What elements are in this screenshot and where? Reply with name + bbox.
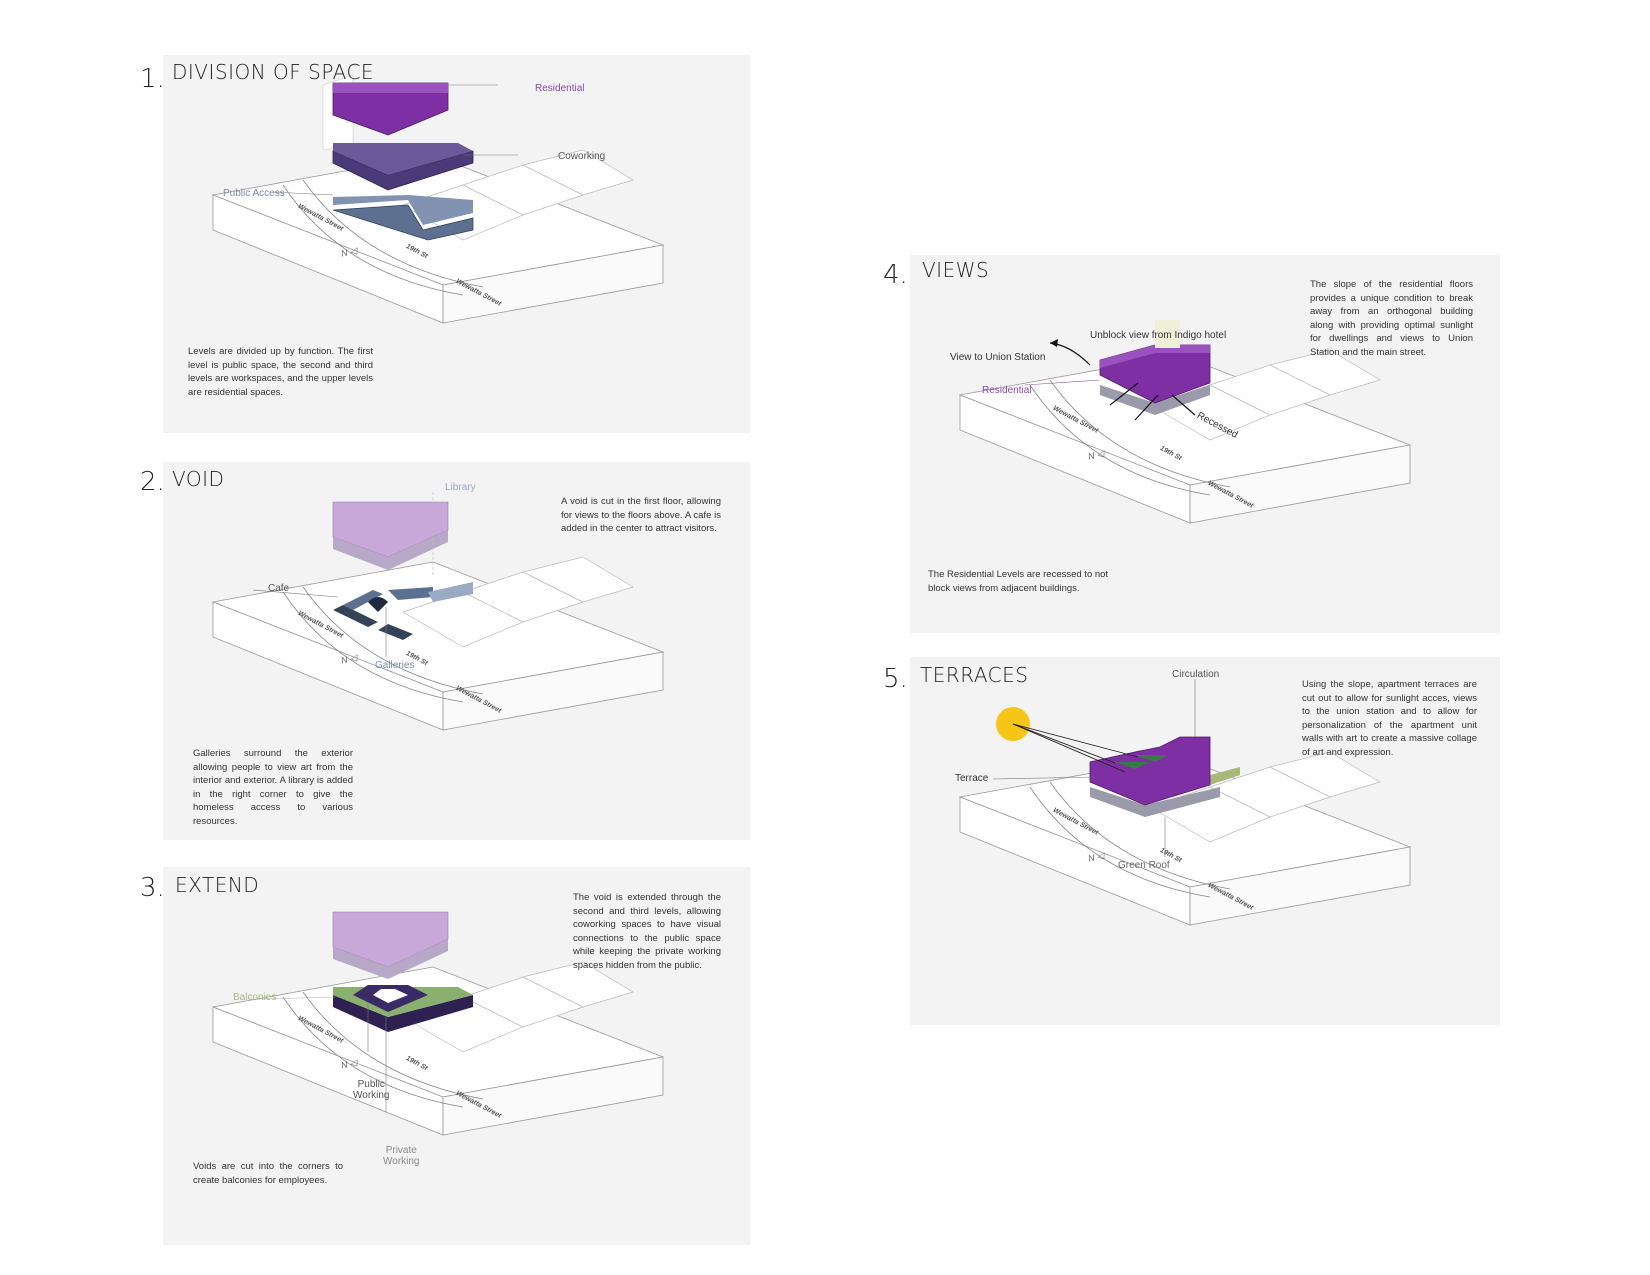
section-number: 3.	[140, 873, 165, 903]
label-residential: Residential	[982, 385, 1031, 396]
note: The slope of the residential floors prov…	[1310, 278, 1473, 359]
label-public-working: Public Working	[353, 1079, 390, 1101]
section-number: 5.	[883, 664, 908, 694]
section-number: 1.	[140, 64, 165, 94]
label-public-access: Public Access	[223, 188, 285, 199]
section-title: TERRACES	[920, 663, 1028, 687]
label-coworking: Coworking	[558, 151, 605, 162]
label-residential: Residential	[535, 83, 584, 94]
description: Levels are divided up by function. The f…	[188, 345, 373, 399]
section-title: DIVISION OF SPACE	[172, 60, 374, 84]
label-library: Library	[445, 482, 476, 493]
label-private-working: Private Working	[383, 1145, 420, 1167]
label-cafe: Cafe	[268, 583, 289, 594]
label-balconies: Balconies	[233, 992, 276, 1003]
panel-views: Unblock view from Indigo hotel View to U…	[910, 255, 1500, 633]
description: Voids are cut into the corners to create…	[193, 1160, 343, 1187]
label-view-union-station: View to Union Station	[950, 352, 1045, 363]
panel-division-of-space: Residential Coworking Public Access Wewa…	[163, 55, 750, 433]
note: Using the slope, apartment terraces are …	[1302, 678, 1477, 759]
label-terrace: Terrace	[955, 773, 988, 784]
label-circulation: Circulation	[1172, 669, 1219, 680]
panel-void: Library Cafe Galleries Wewatta Street 19…	[163, 462, 750, 840]
note: A void is cut in the first floor, allowi…	[561, 495, 721, 536]
section-title: VOID	[172, 467, 224, 491]
label-unblock-view: Unblock view from Indigo hotel	[1090, 330, 1226, 341]
note: The void is extended through the second …	[573, 891, 721, 972]
section-title: EXTEND	[175, 873, 259, 897]
description: Galleries surround the exterior allowing…	[193, 747, 353, 828]
section-number: 4.	[883, 260, 908, 290]
description: The Residential Levels are recessed to n…	[928, 568, 1128, 595]
label-galleries: Galleries	[375, 660, 414, 671]
label-green-roof: Green Roof	[1118, 860, 1170, 871]
section-title: VIEWS	[922, 258, 989, 282]
panel-extend: Balconies Public Working Private Working…	[163, 867, 750, 1245]
panel-terraces: Circulation Terrace Green Roof Wewatta S…	[910, 657, 1500, 1025]
section-number: 2.	[140, 467, 165, 497]
